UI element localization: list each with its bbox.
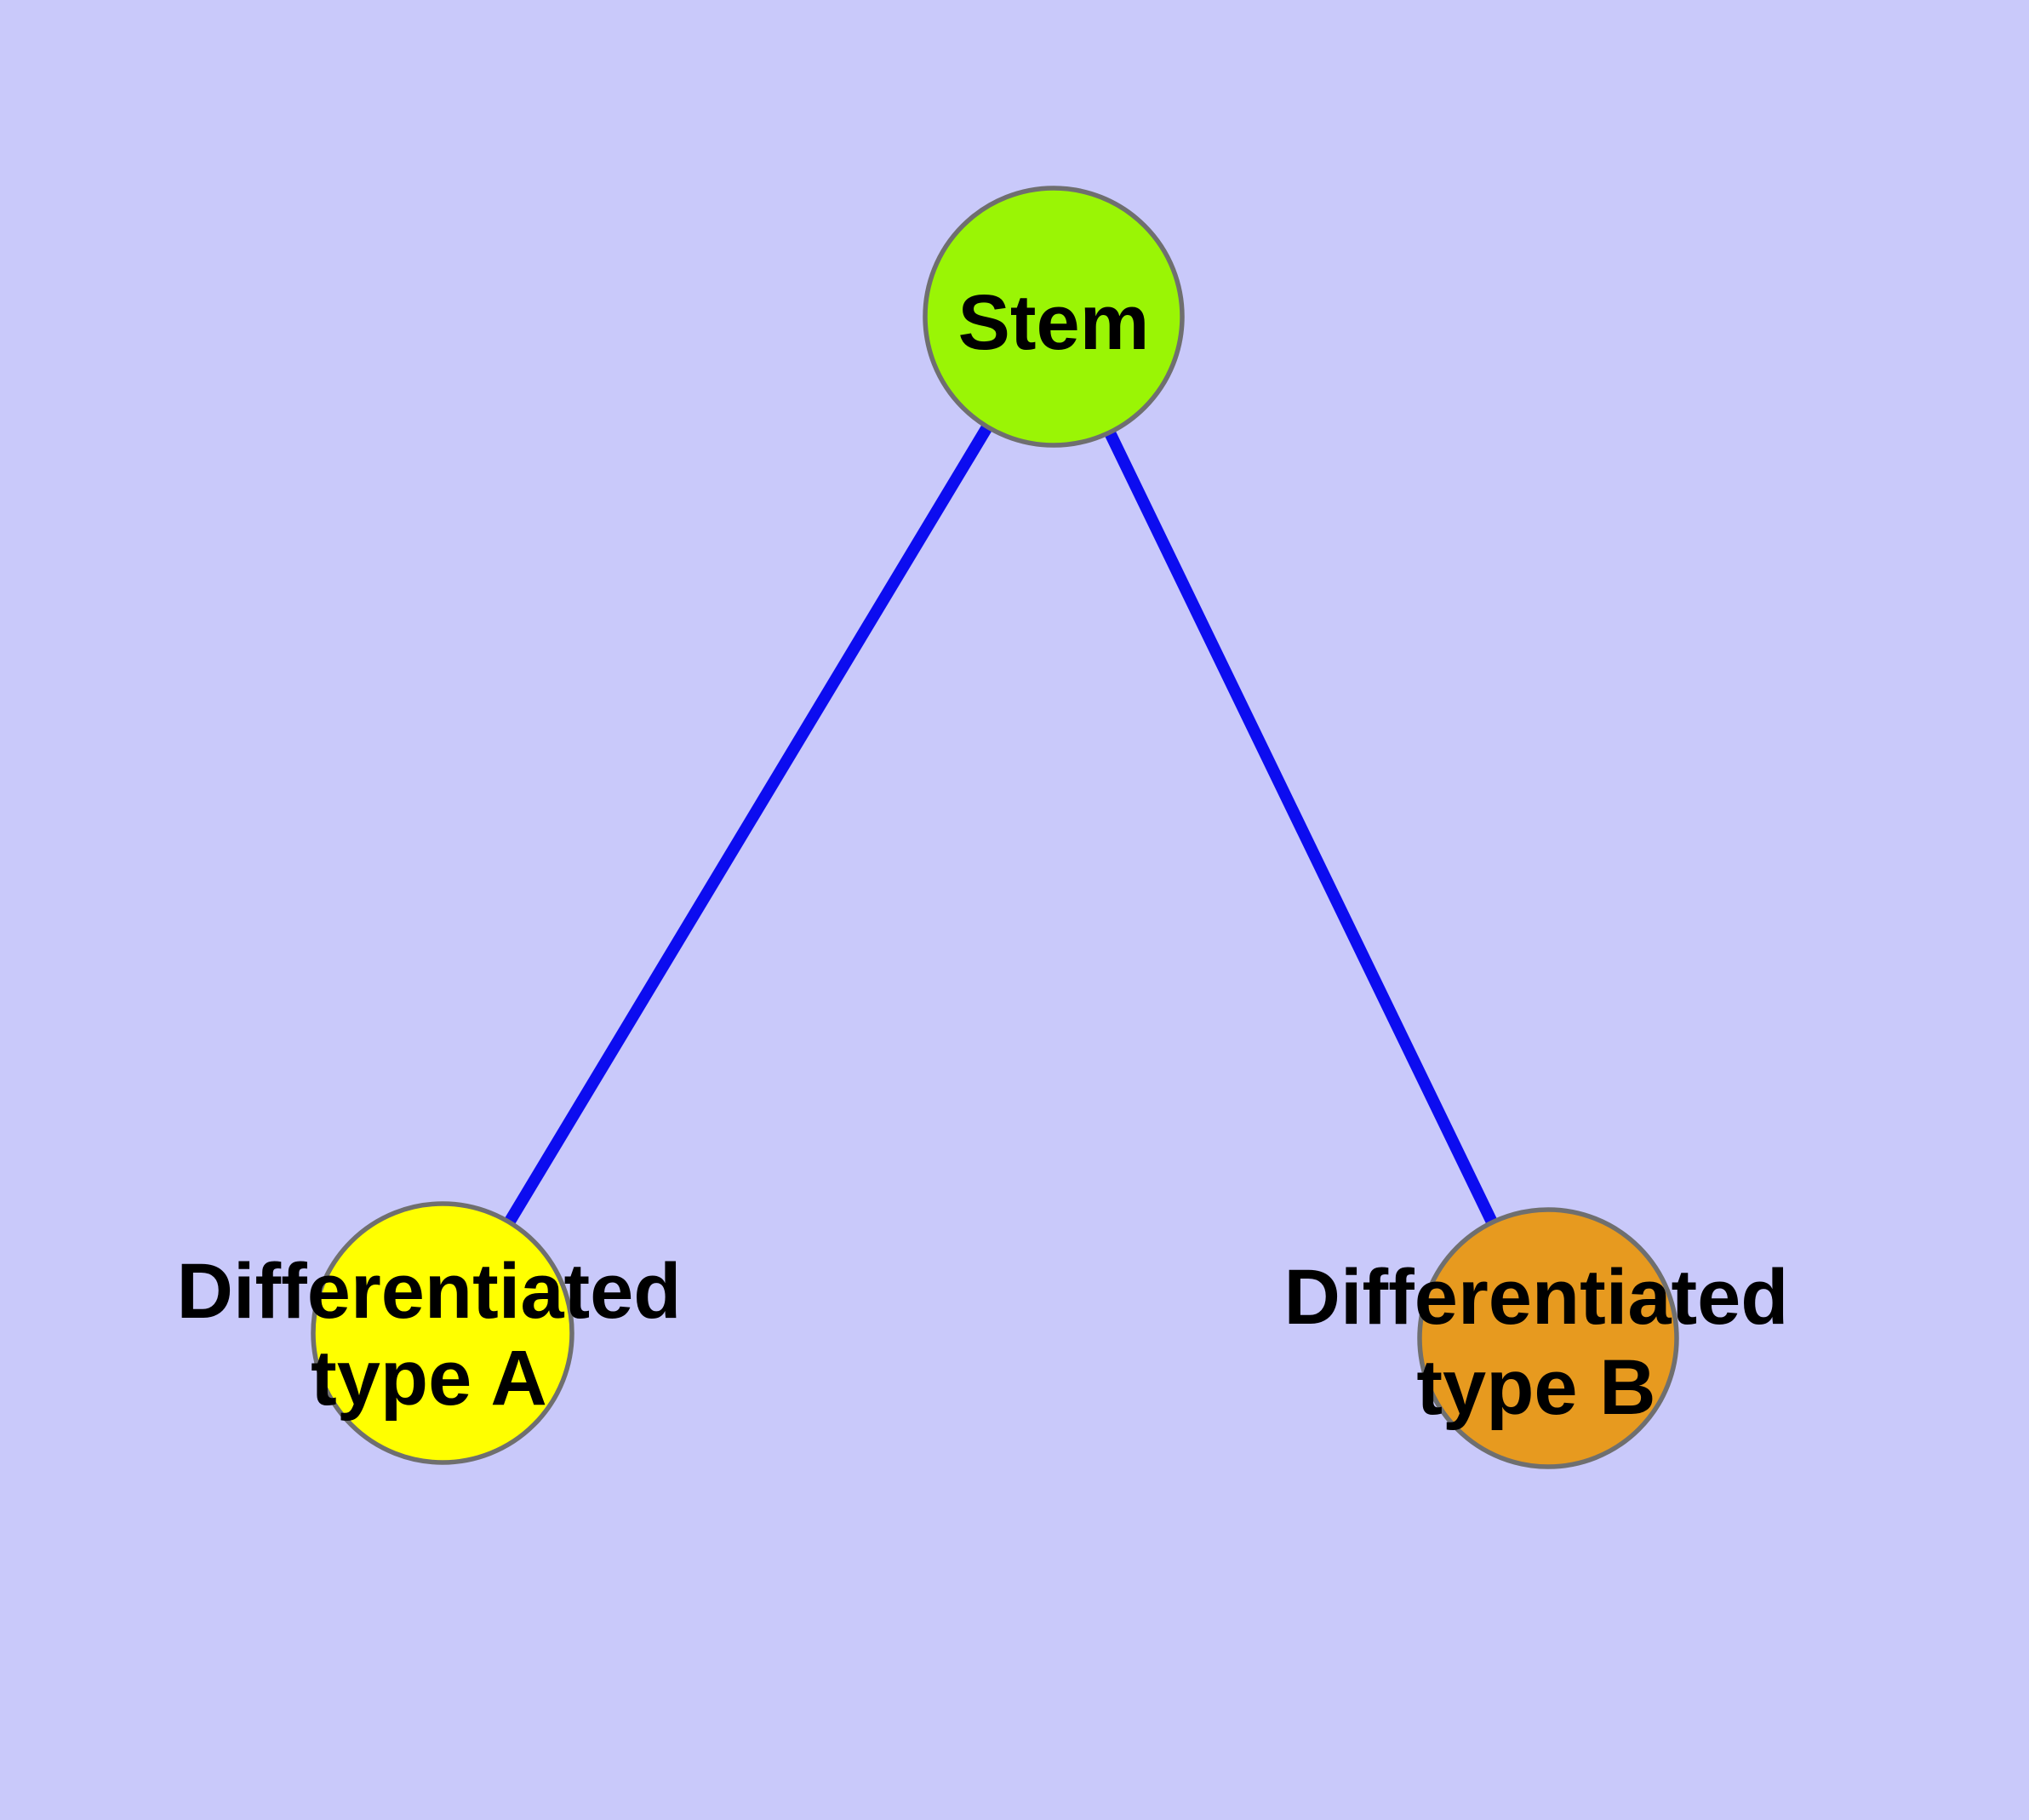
node-type-a-label-line2: type A xyxy=(311,1335,547,1422)
edge-stem-to-type-a xyxy=(437,313,1059,1336)
node-differentiated-type-b xyxy=(1417,1207,1679,1469)
node-stem-label: Stem xyxy=(958,279,1150,366)
node-type-a-label-line1: Differentiated xyxy=(177,1248,682,1335)
edge-stem-to-type-b xyxy=(1048,313,1554,1342)
node-differentiated-type-a xyxy=(311,1201,574,1465)
node-type-b-label-line1: Differentiated xyxy=(1284,1254,1789,1341)
node-type-b-label-line2: type B xyxy=(1416,1344,1655,1431)
node-stem xyxy=(923,186,1185,448)
